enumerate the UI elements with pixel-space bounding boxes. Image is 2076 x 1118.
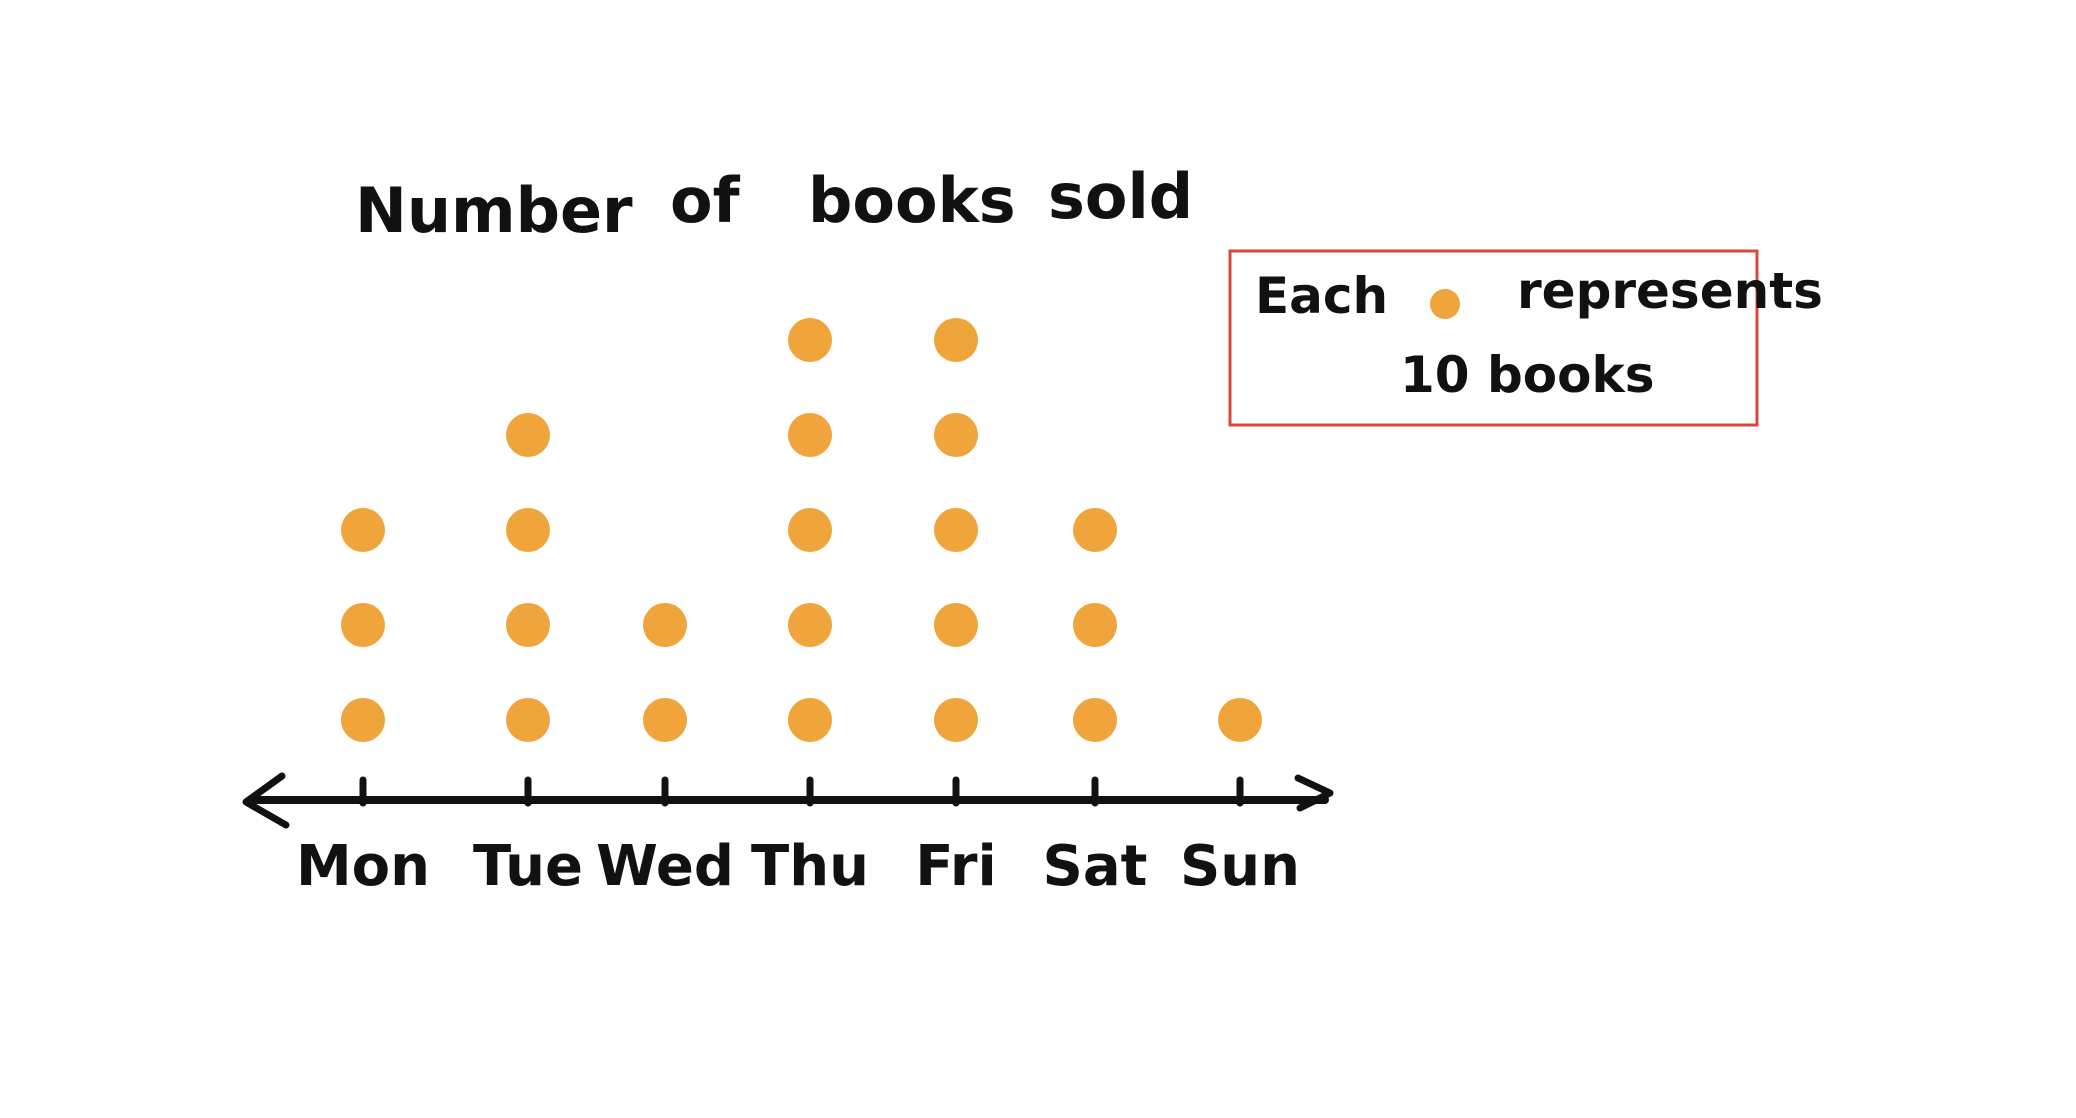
dot-tue-1	[506, 698, 550, 742]
dot-thu-4	[788, 413, 832, 457]
category-label-fri: Fri	[915, 834, 996, 899]
title-word-books: books	[808, 164, 1016, 237]
dot-thu-5	[788, 318, 832, 362]
chart-title: Number of books sold	[355, 160, 1193, 247]
title-word-sold: sold	[1048, 160, 1193, 233]
dot-sat-2	[1073, 603, 1117, 647]
legend-prefix: Each	[1255, 267, 1388, 325]
axis-left-arrow	[242, 772, 290, 829]
legend-box: Each represents 10 books	[1228, 249, 1823, 427]
dot-wed-1	[643, 698, 687, 742]
axis-ticks	[359, 776, 1244, 807]
legend-border	[1228, 249, 1759, 427]
dot-sat-3	[1073, 508, 1117, 552]
legend-line2: 10 books	[1400, 346, 1655, 404]
dot-mon-3	[341, 508, 385, 552]
category-label-wed: Wed	[596, 834, 734, 899]
legend-dot-icon	[1430, 289, 1460, 319]
dot-tue-4	[506, 413, 550, 457]
dot-thu-1	[788, 698, 832, 742]
dot-thu-2	[788, 603, 832, 647]
dot-fri-2	[934, 603, 978, 647]
dot-fri-4	[934, 413, 978, 457]
dot-tue-3	[506, 508, 550, 552]
category-label-sat: Sat	[1043, 834, 1148, 899]
legend-suffix: represents	[1517, 262, 1823, 320]
dot-wed-2	[643, 603, 687, 647]
category-label-thu: Thu	[751, 834, 869, 899]
dot-mon-1	[341, 698, 385, 742]
dot-mon-2	[341, 603, 385, 647]
category-label-mon: Mon	[296, 834, 430, 899]
dot-fri-1	[934, 698, 978, 742]
dot-sat-1	[1073, 698, 1117, 742]
category-label-sun: Sun	[1180, 834, 1300, 899]
title-word-number: Number	[355, 174, 633, 247]
title-word-of: of	[670, 164, 741, 237]
axis-right-arrow	[1294, 774, 1334, 812]
dot-sun-1	[1218, 698, 1262, 742]
dot-fri-5	[934, 318, 978, 362]
dot-tue-2	[506, 603, 550, 647]
category-label-tue: Tue	[473, 834, 583, 899]
dot-thu-3	[788, 508, 832, 552]
dot-fri-3	[934, 508, 978, 552]
dots	[341, 318, 1262, 742]
x-axis	[242, 772, 1334, 829]
